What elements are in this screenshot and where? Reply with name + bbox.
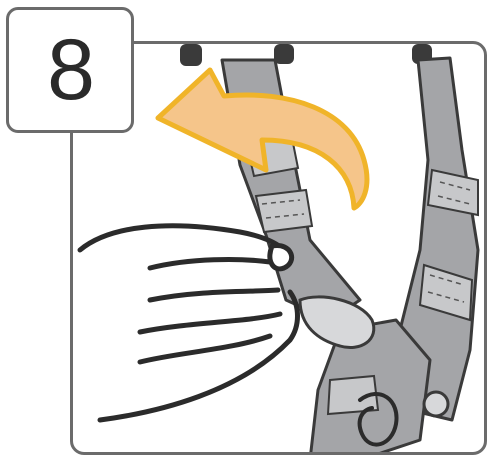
- step-number-box: 8: [6, 7, 134, 133]
- strap-center-pad-bottom: [256, 190, 312, 232]
- buckle-icon: [300, 297, 374, 348]
- buckle-ring: [424, 392, 448, 416]
- step-number: 8: [47, 27, 93, 113]
- post-mid: [274, 44, 294, 64]
- post-left: [180, 44, 202, 66]
- hand-icon: [80, 226, 298, 420]
